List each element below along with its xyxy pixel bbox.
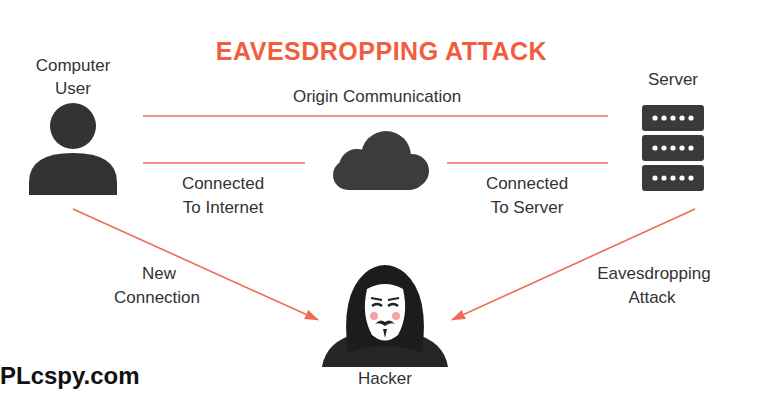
cloud-icon xyxy=(333,131,429,190)
edge-label: Eavesdropping Attack xyxy=(595,264,710,307)
node-label: Hacker xyxy=(320,367,450,390)
computer-user: Computer User xyxy=(23,54,123,195)
diagram-title: EAVESDROPPING ATTACK xyxy=(0,37,763,66)
edge-label: Origin Communication xyxy=(291,87,463,106)
edge-label: New Connection xyxy=(114,264,202,307)
node-label: Server xyxy=(628,68,718,91)
watermark: PLcspy.com xyxy=(0,364,160,388)
link-label: Connected To Server xyxy=(481,172,573,220)
server: Server xyxy=(628,68,718,193)
link-line xyxy=(143,162,305,164)
hacker: Hacker xyxy=(320,255,450,390)
connector xyxy=(73,209,318,320)
connector xyxy=(143,115,608,117)
node-label: Computer User xyxy=(23,54,123,100)
server-icon xyxy=(628,91,718,193)
link-line xyxy=(447,162,608,164)
computer-user-icon xyxy=(23,100,123,195)
link-label: Connected To Internet xyxy=(177,172,269,220)
hacker-icon xyxy=(320,255,450,367)
